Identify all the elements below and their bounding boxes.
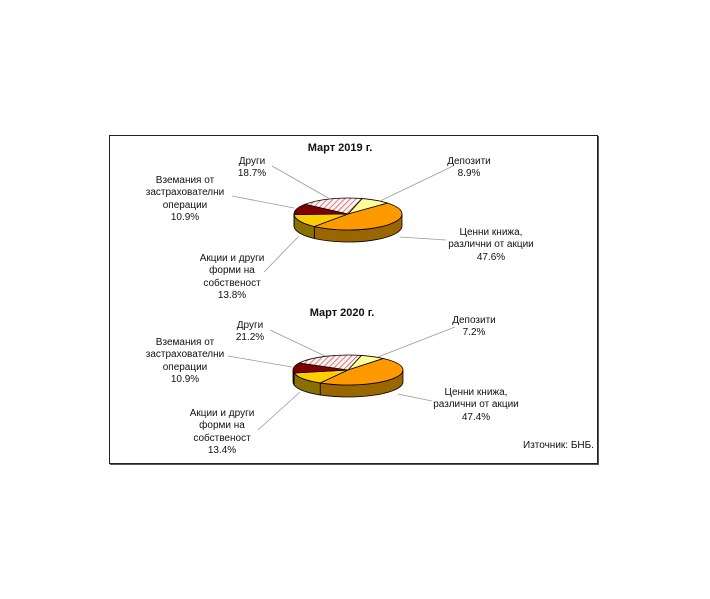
leader-line [397,393,433,402]
pie-slice-1 [312,202,403,231]
data-label-text: форми на [199,420,245,432]
data-label-value: 7.2% [462,327,486,339]
data-label-value: 47.6% [476,251,506,263]
data-label-text: застрахователни [145,187,225,199]
data-label-text: Акции и други [189,408,255,419]
pie-chart-2 [227,326,456,431]
chart-title: Март 2020 г. [309,307,375,319]
data-label-text: собственост [193,432,251,444]
data-label-text: Акции и други [199,253,265,264]
pie-slice-4 [298,354,363,371]
source-note: Източник: БНБ. [523,440,594,451]
pie-slice-1 [318,358,404,386]
data-label-value: 13.4% [207,444,237,456]
data-label-text: Депозити [452,315,496,326]
data-label-value: 10.9% [170,211,200,223]
data-label-text: собственост [203,277,261,289]
data-label-text: Ценни книжа, [444,387,508,398]
leader-line [269,329,326,357]
pie-slice-4 [303,197,363,215]
data-label-text: различни от акции [448,239,534,251]
chart-title: Март 2019 г. [307,142,373,154]
leader-line [257,391,301,431]
leader-line [399,236,447,241]
data-label-value: 47.4% [461,411,491,423]
data-label-text: застрахователни [145,349,225,361]
data-label-text: различни от акции [433,399,519,411]
data-label-text: Други [236,320,264,331]
leader-line [379,165,454,202]
chart-frame [109,135,598,464]
data-label-text: Вземания от [155,175,215,186]
data-label-text: форми на [209,265,255,277]
pie-chart-1 [231,165,454,273]
leader-line [227,355,293,368]
data-label-value: 21.2% [235,332,265,344]
leader-line [377,326,456,358]
leader-line [231,195,295,209]
data-label-value: 18.7% [237,168,267,180]
data-label-text: операции [162,361,208,373]
data-label-value: 13.8% [217,289,247,301]
data-label-text: Ценни книжа, [459,227,523,238]
data-label-text: Депозити [447,156,491,167]
leader-line [263,235,300,273]
data-label-value: 8.9% [457,168,481,180]
data-label-value: 10.9% [170,373,200,385]
leader-line [271,165,331,200]
data-label-text: операции [162,199,208,211]
data-label-text: Други [238,156,266,167]
data-label-text: Вземания от [155,337,215,348]
